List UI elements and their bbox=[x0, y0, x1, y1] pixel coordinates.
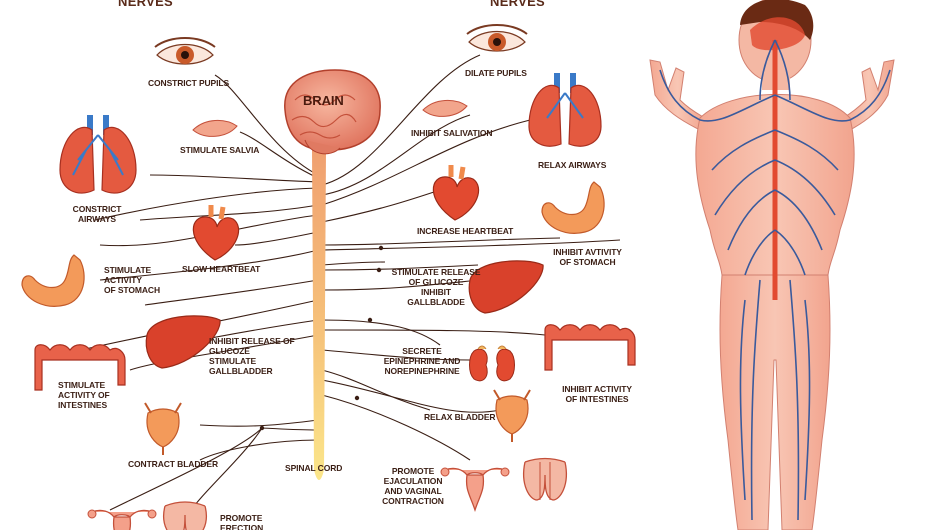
heading-left: NERVES bbox=[118, 0, 174, 9]
dilate-pupils-label: DILATE PUPILS bbox=[465, 68, 527, 78]
stomach-icon bbox=[21, 254, 85, 307]
contract-bladder-label: CONTRACT BLADDER bbox=[128, 459, 219, 469]
human-body-icon bbox=[649, 0, 895, 530]
parasympathetic-nerves bbox=[59, 74, 319, 513]
intestine-icon bbox=[544, 324, 636, 371]
increase-heartbeat-label: INCREASE HEARTBEAT bbox=[417, 226, 514, 236]
bladder-icon bbox=[144, 402, 182, 455]
spinal-cord bbox=[312, 150, 326, 480]
stimulate-glucose-label: STIMULATE RELEASE OF GLUCOZE INHIBIT GAL… bbox=[391, 267, 481, 307]
slow-heartbeat-label: SLOW HEARTBEAT bbox=[182, 264, 261, 274]
intestine-icon bbox=[34, 344, 126, 391]
constrict-pupils-label: CONSTRICT PUPILS bbox=[148, 78, 230, 88]
inhibit-stomach-label: INHIBIT AVTIVITY OF STOMACH bbox=[553, 247, 622, 267]
liver-icon bbox=[468, 260, 544, 314]
stimulate-saliva-label: STIMULATE SALVIA bbox=[180, 145, 260, 155]
nerve-junctions bbox=[259, 245, 384, 431]
brain-icon bbox=[284, 69, 381, 155]
lungs-icon bbox=[59, 115, 137, 194]
testes-icon bbox=[163, 501, 207, 530]
uterus-icon bbox=[87, 509, 157, 530]
lips-icon bbox=[192, 120, 238, 137]
heading-right: NERVES bbox=[490, 0, 546, 9]
promote-erection-label: PROMOTE ERECTION bbox=[220, 513, 264, 530]
spinal-cord-label: SPINAL CORD bbox=[285, 463, 343, 473]
brain-label: BRAIN bbox=[303, 93, 344, 108]
inhibit-salivation-label: INHIBIT SALIVATION bbox=[411, 128, 493, 138]
liver-icon bbox=[145, 315, 221, 369]
inhibit-glucose-label: INHIBIT RELEASE OF GLUCOZE STIMULATE GAL… bbox=[209, 336, 295, 376]
heart-icon bbox=[432, 165, 479, 221]
secrete-epinephrine-label: SECRETE EPINEPHRINE AND NOREPINEPHRINE bbox=[383, 346, 461, 376]
stimulate-intestines-label: STIMULATE ACTIVITY OF INTESTINES bbox=[58, 380, 110, 410]
kidney-icon bbox=[469, 345, 515, 382]
eye-icon bbox=[466, 24, 528, 52]
lungs-icon bbox=[528, 73, 602, 147]
promote-ejaculation-label: PROMOTE EJACULATION AND VAGINAL CONTRACT… bbox=[382, 466, 444, 506]
relax-bladder-label: RELAX BLADDER bbox=[424, 412, 496, 422]
bladder-icon bbox=[493, 389, 531, 442]
constrict-airways-label: CONSTRICT AIRWAYS bbox=[72, 204, 122, 224]
sympathetic-nerves bbox=[321, 54, 621, 461]
uterus-icon bbox=[440, 467, 510, 513]
inhibit-intestines-label: INHIBIT ACTIVITY OF INTESTINES bbox=[562, 384, 632, 404]
stimulate-stomach-label: STIMULATE ACTIVITY OF STOMACH bbox=[104, 265, 160, 295]
lips-icon bbox=[422, 100, 468, 117]
relax-airways-label: RELAX AIRWAYS bbox=[538, 160, 607, 170]
testes-icon bbox=[523, 457, 567, 501]
eye-icon bbox=[154, 37, 216, 65]
heart-icon bbox=[192, 205, 239, 261]
stomach-icon bbox=[541, 181, 605, 234]
